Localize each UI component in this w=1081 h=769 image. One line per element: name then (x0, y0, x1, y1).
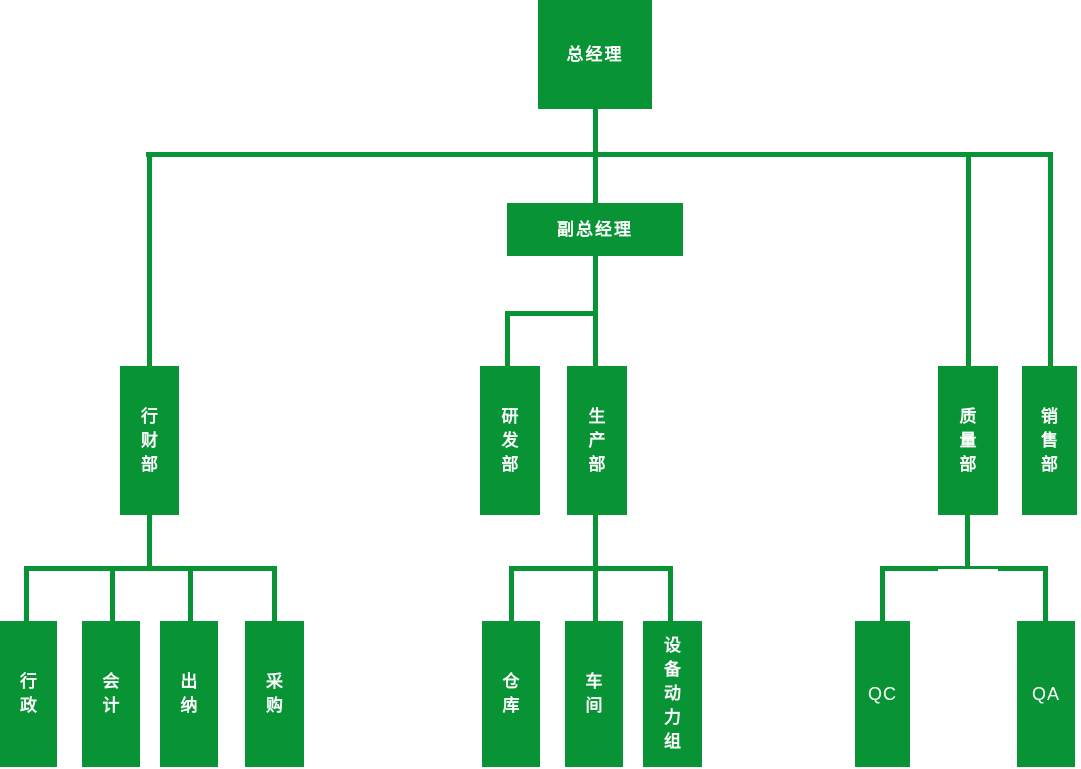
connector-drop-admin (24, 569, 29, 621)
connector-drop-accounting (110, 569, 115, 621)
node-quality-dept: 质量部 (938, 366, 998, 515)
connector-deputy-stem (593, 155, 598, 203)
connector-mid-group-horizontal (509, 566, 673, 571)
connector-drop-procurement (272, 569, 277, 621)
connector-drop-equipment-power (668, 569, 673, 621)
node-rd-dept: 研发部 (480, 366, 540, 515)
connector-drop-qc (880, 569, 885, 621)
node-sales-dept: 销售部 (1022, 366, 1077, 515)
node-admin-office: 行政 (0, 621, 57, 767)
node-general-manager: 总经理 (538, 0, 652, 109)
connector-drop-warehouse (509, 569, 514, 621)
connector-drop-workshop (593, 569, 598, 621)
connector-drop-sales (1048, 155, 1053, 366)
connector-top-horizontal (146, 152, 1053, 157)
connector-drop-quality (966, 155, 971, 366)
connector-drop-finance-admin (147, 155, 152, 366)
connector-quality-stem (965, 515, 970, 569)
node-workshop: 车间 (565, 621, 623, 767)
connector-finance-admin-stem (147, 515, 152, 569)
node-production-dept: 生产部 (567, 366, 627, 515)
connector-rd-branch-horizontal (505, 311, 598, 316)
connector-drop-qa (1043, 569, 1048, 621)
node-accounting: 会计 (82, 621, 140, 767)
node-deputy-general-manager: 副总经理 (507, 203, 683, 256)
node-qc: QC (855, 621, 910, 767)
connector-drop-rd (505, 313, 510, 366)
connector-gm-stem (593, 109, 598, 157)
connector-production-stem (593, 515, 598, 569)
node-warehouse: 仓库 (482, 621, 540, 767)
connector-gap-artifact (938, 569, 998, 571)
node-procurement: 采购 (245, 621, 304, 767)
node-equipment-power-group: 设备动力组 (643, 621, 702, 767)
connector-right-group-horizontal (880, 566, 1048, 571)
connector-left-group-horizontal (24, 566, 277, 571)
node-cashier: 出纳 (160, 621, 218, 767)
node-qa: QA (1017, 621, 1075, 767)
node-finance-admin-dept: 行财部 (120, 366, 179, 515)
connector-drop-cashier (188, 569, 193, 621)
